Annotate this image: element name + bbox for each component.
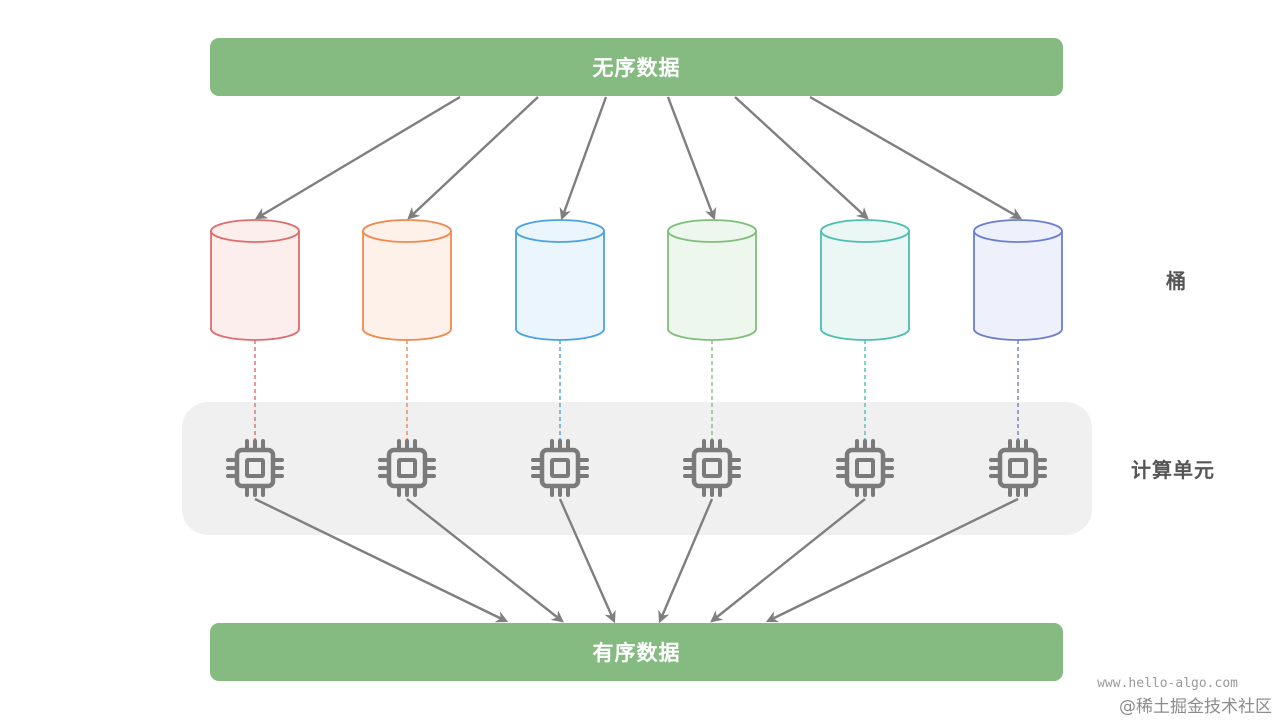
output-arrow bbox=[254, 497, 509, 623]
bucket-4 bbox=[667, 219, 757, 341]
bucket-lid bbox=[667, 219, 757, 243]
unsorted-data-label: 无序数据 bbox=[592, 56, 681, 80]
bucket-lid bbox=[973, 219, 1063, 243]
output-arrow bbox=[558, 498, 616, 624]
bucket-lid bbox=[362, 219, 452, 243]
sorted-data-label: 有序数据 bbox=[592, 641, 681, 665]
bucket-2 bbox=[362, 219, 452, 341]
input-arrows bbox=[254, 95, 1023, 221]
cpu-chip-icon bbox=[378, 439, 436, 497]
input-arrow bbox=[734, 96, 869, 220]
bucket-body bbox=[820, 231, 910, 341]
input-arrow bbox=[254, 95, 461, 220]
bucket-body bbox=[210, 231, 300, 341]
watermark-url: www.hello-algo.com bbox=[1097, 676, 1238, 691]
cpu-chip-icon bbox=[836, 439, 894, 497]
cpu-chip-icon bbox=[683, 439, 741, 497]
bucket-5 bbox=[820, 219, 910, 341]
bucket-lid bbox=[820, 219, 910, 243]
bucket-body bbox=[973, 231, 1063, 341]
input-arrow bbox=[809, 95, 1023, 220]
input-arrow bbox=[559, 96, 608, 221]
cpu-chip-icon bbox=[989, 439, 1047, 497]
watermark-site: @稀土掘金技术社区 bbox=[1119, 697, 1272, 717]
unsorted-data-bar: 无序数据 bbox=[210, 38, 1063, 96]
compute-units-group bbox=[226, 439, 1047, 497]
bucket-6 bbox=[973, 219, 1063, 341]
bucket-body bbox=[362, 231, 452, 341]
bucket-to-unit-links bbox=[254, 340, 1019, 441]
cpu-chip-icon bbox=[531, 439, 589, 497]
output-arrow bbox=[406, 498, 564, 623]
compute-units-panel bbox=[182, 402, 1092, 535]
bucket-body bbox=[515, 231, 605, 341]
input-arrow bbox=[407, 96, 539, 220]
bucket-lid bbox=[515, 219, 605, 243]
cpu-chip-icon bbox=[226, 439, 284, 497]
output-arrow bbox=[765, 497, 1019, 623]
sorted-data-bar: 有序数据 bbox=[210, 623, 1063, 681]
output-arrow bbox=[710, 498, 866, 623]
bucket-row-label: 桶 bbox=[1166, 269, 1187, 293]
bucket-1 bbox=[210, 219, 300, 341]
output-arrow bbox=[658, 498, 714, 624]
compute-row-label: 计算单元 bbox=[1131, 458, 1215, 482]
buckets-group bbox=[210, 219, 1063, 341]
bucket-body bbox=[667, 231, 757, 341]
bucket-3 bbox=[515, 219, 605, 341]
input-arrow bbox=[666, 96, 717, 221]
output-arrows bbox=[254, 497, 1019, 624]
bucket-lid bbox=[210, 219, 300, 243]
